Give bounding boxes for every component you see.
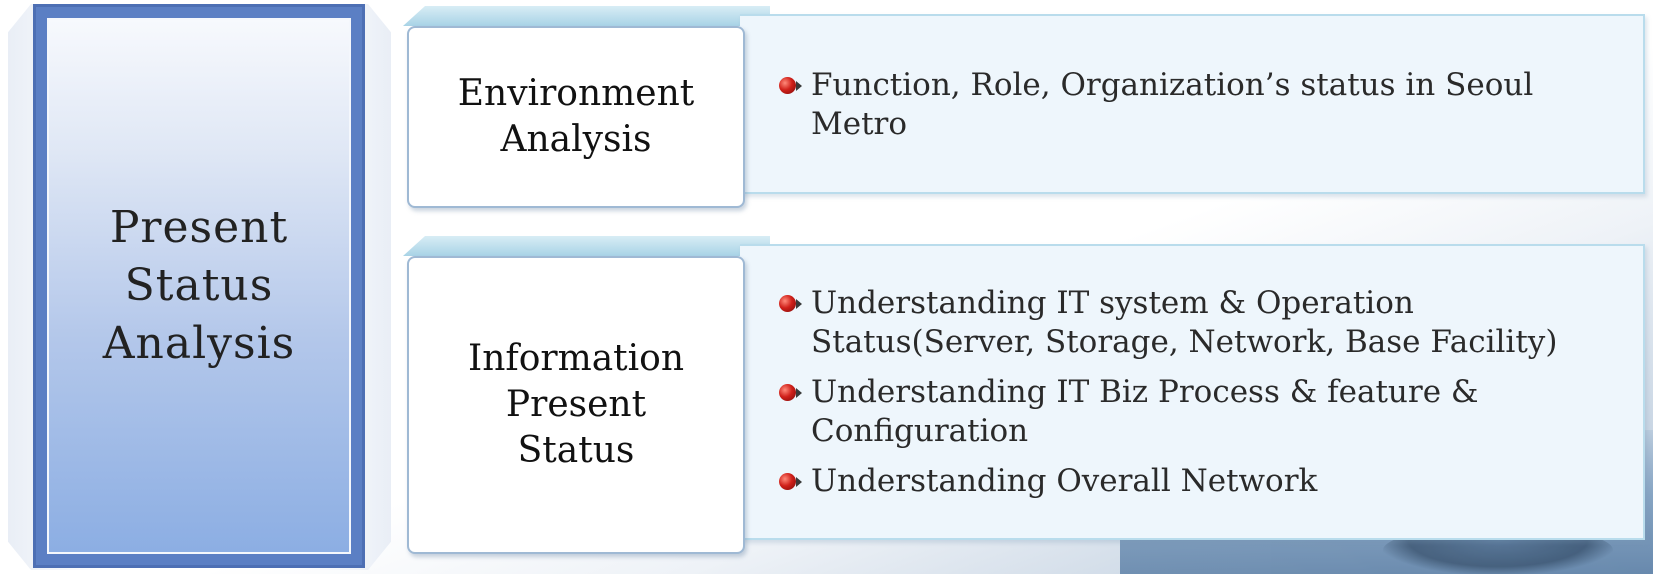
bullet-text: Understanding IT system & Operation Stat… [811,285,1558,360]
bullet-sphere-icon [779,295,802,312]
row-environment-content [740,14,1645,194]
environment-analysis-label: Environment Analysis [457,73,695,160]
bullet-item: Understanding IT Biz Process & feature &… [775,373,1605,451]
environment-bullet-list: Function, Role, Organization’s status in… [775,66,1575,155]
bullet-text: Understanding Overall Network [811,463,1318,499]
bullet-item: Understanding Overall Network [775,462,1605,501]
bullet-item: Understanding IT system & Operation Stat… [775,284,1605,362]
information-present-status-label: Information Present Status [467,338,685,471]
information-present-status-box: Information Present Status [407,256,745,554]
environment-analysis-box: Environment Analysis [407,26,745,208]
row-information-content [740,244,1645,540]
present-status-title: Present Status Analysis [102,202,296,369]
row-tab-information [403,236,770,256]
bullet-text: Understanding IT Biz Process & feature &… [811,374,1479,449]
bullet-sphere-icon [779,473,802,490]
bullet-text: Function, Role, Organization’s status in… [811,67,1534,142]
present-status-panel: Present Status Analysis [33,4,365,568]
bullet-sphere-icon [779,77,802,94]
bullet-item: Function, Role, Organization’s status in… [775,66,1575,144]
row-tab-environment [403,6,770,26]
information-bullet-list: Understanding IT system & Operation Stat… [775,284,1605,512]
present-status-inner: Present Status Analysis [47,18,351,554]
bullet-sphere-icon [779,384,802,401]
